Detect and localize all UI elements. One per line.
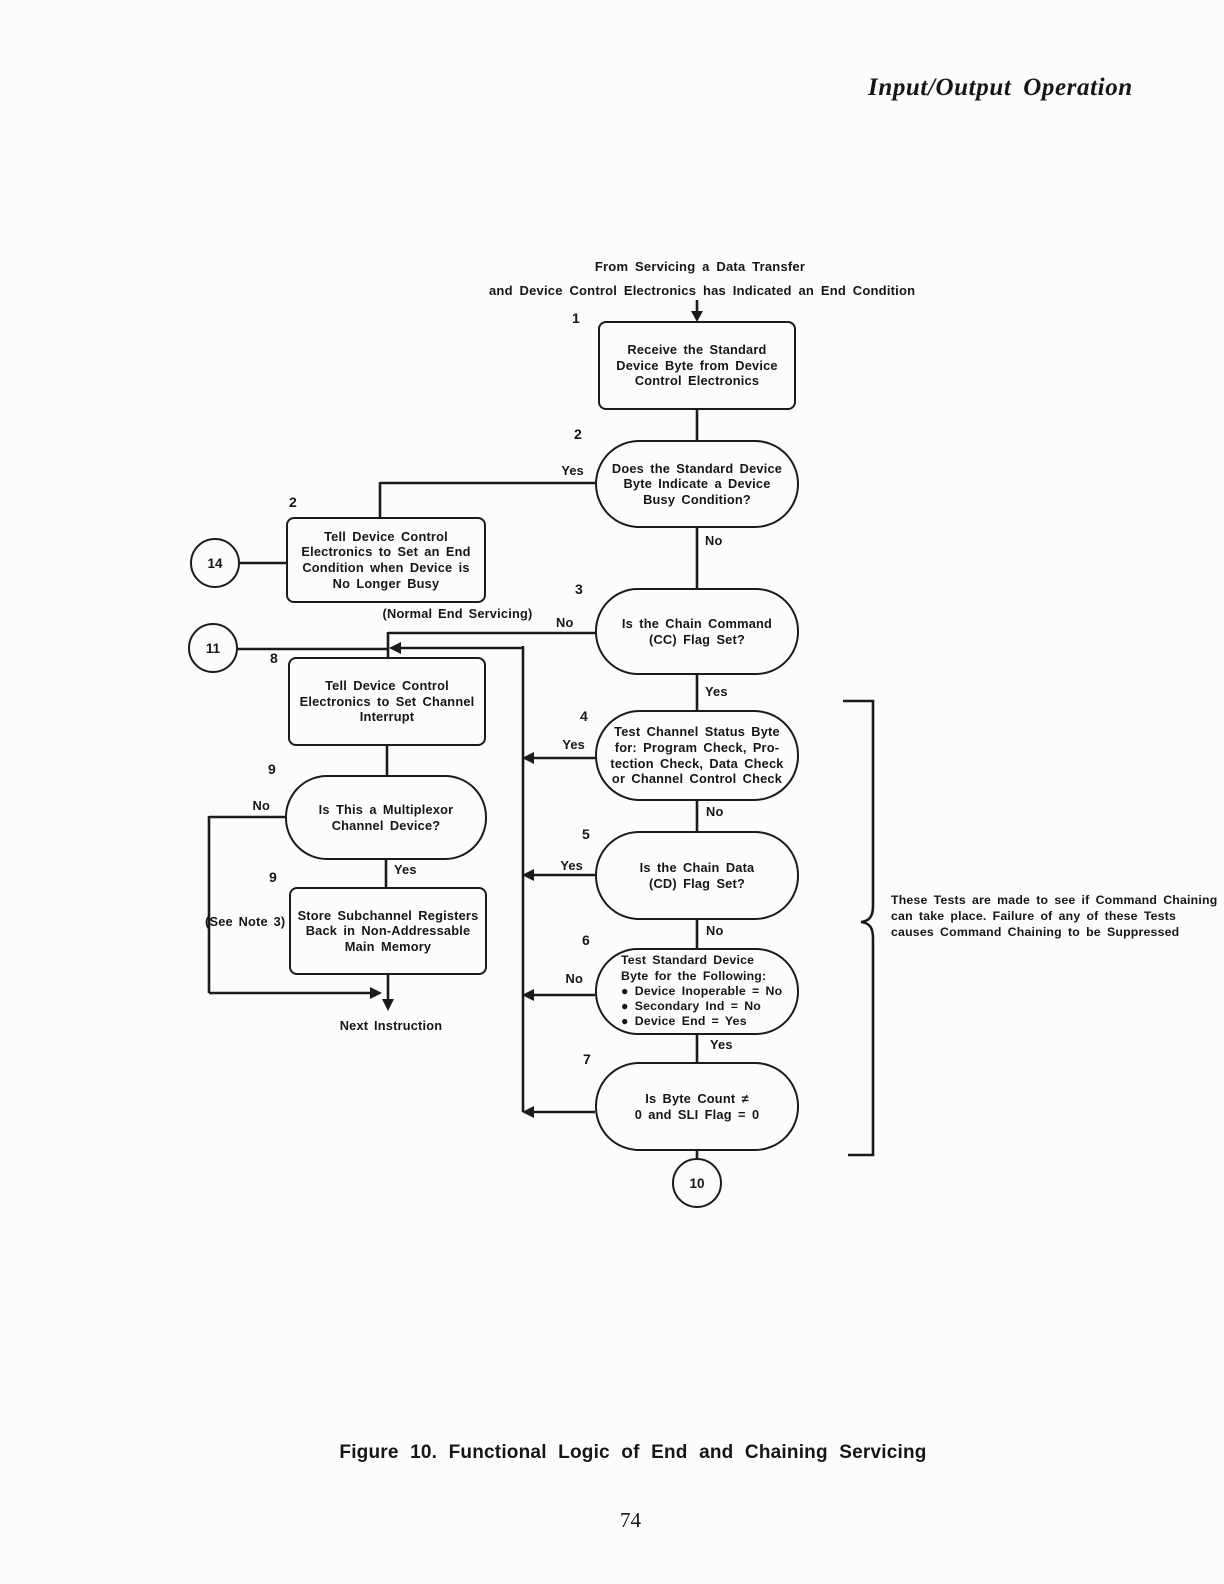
label-yes-cd: Yes [560, 858, 583, 873]
flow-node-set-end-condition: Tell Device Control Electronics to Set a… [286, 517, 486, 603]
line-d4-yes-feedback [522, 752, 595, 764]
flow-node-set-channel-interrupt: Tell Device Control Electronics to Set C… [288, 657, 486, 746]
step-number-5: 5 [582, 826, 590, 842]
flow-decision-byte-count: Is Byte Count ≠ 0 and SLI Flag = 0 [595, 1062, 799, 1151]
flow-decision-busy-check: Does the Standard Device Byte Indicate a… [595, 440, 799, 528]
flow-node-store-subchannel-text: Store Subchannel Registers Back in Non-A… [297, 907, 479, 954]
label-no-busy: No [705, 533, 723, 548]
label-no-cc: No [556, 615, 574, 630]
step-number-7: 7 [583, 1051, 591, 1067]
line-d7-feedback [522, 1106, 595, 1118]
label-yes-device: Yes [710, 1037, 733, 1052]
step-number-3: 3 [575, 581, 583, 597]
line-d5-yes-feedback [522, 869, 595, 881]
step-number-8: 8 [270, 650, 278, 666]
step-number-9b: 9 [269, 869, 277, 885]
flow-decision-channel-status: Test Channel Status Byte for: Program Ch… [595, 710, 799, 801]
line-d3-no-to-box8 [386, 631, 595, 657]
flow-decision-multiplexor: Is This a Multiplexor Channel Device? [285, 775, 487, 860]
feedback-line [389, 642, 525, 1112]
label-yes-busy: Yes [561, 463, 584, 478]
line-d9-no-bypass [207, 815, 382, 999]
connector-circle-10: 10 [672, 1158, 722, 1208]
label-yes-cc: Yes [705, 684, 728, 699]
step-number-2: 2 [574, 426, 582, 442]
entry-arrow [691, 300, 703, 322]
step-number-2b: 2 [289, 494, 297, 510]
step-number-4: 4 [580, 708, 588, 724]
page-number: 74 [620, 1508, 641, 1532]
page-header: Input/Output Operation [868, 74, 1133, 101]
flow-node-receive-byte-text: Receive the Standard Device Byte from De… [616, 342, 778, 389]
flow-decision-cc-flag-text: Is the Chain Command (CC) Flag Set? [621, 615, 773, 647]
label-yes-mpx: Yes [394, 862, 417, 877]
entry-label-line1: From Servicing a Data Transfer [594, 259, 806, 274]
flow-node-receive-byte: Receive the Standard Device Byte from De… [598, 321, 796, 410]
label-no-status: No [706, 804, 724, 819]
label-next-instruction: Next Instruction [339, 1018, 443, 1033]
figure-caption: Figure 10. Functional Logic of End and C… [339, 1442, 927, 1463]
flow-decision-standard-device-text: Test Standard Device Byte for the Follow… [621, 953, 783, 1029]
flow-node-store-subchannel: Store Subchannel Registers Back in Non-A… [289, 887, 487, 975]
tests-bracket [843, 699, 875, 1157]
line-box9-to-next [382, 975, 394, 1011]
connector-circle-11: 11 [188, 623, 238, 673]
flow-node-set-end-condition-text: Tell Device Control Electronics to Set a… [301, 528, 471, 591]
step-number-6: 6 [582, 932, 590, 948]
flow-decision-cc-flag: Is the Chain Command (CC) Flag Set? [595, 588, 799, 675]
label-no-mpx: No [252, 798, 270, 813]
label-no-cd: No [706, 923, 724, 938]
flow-decision-busy-check-text: Does the Standard Device Byte Indicate a… [611, 460, 783, 507]
flow-decision-cd-flag: Is the Chain Data (CD) Flag Set? [595, 831, 799, 920]
entry-label-line2: and Device Control Electronics has Indic… [489, 283, 916, 298]
flow-decision-byte-count-text: Is Byte Count ≠ 0 and SLI Flag = 0 [634, 1090, 760, 1122]
flow-decision-multiplexor-text: Is This a Multiplexor Channel Device? [318, 801, 454, 833]
step-number-1: 1 [572, 310, 580, 326]
line-d6-no-feedback [522, 989, 595, 1001]
flow-decision-channel-status-text: Test Channel Status Byte for: Program Ch… [610, 724, 784, 787]
line-d2-yes-to-box2 [378, 481, 595, 517]
label-see-note-3: (See Note 3) [205, 914, 286, 929]
flow-node-set-channel-interrupt-text: Tell Device Control Electronics to Set C… [299, 678, 475, 725]
flow-decision-cd-flag-text: Is the Chain Data (CD) Flag Set? [639, 859, 755, 891]
label-yes-status: Yes [562, 737, 585, 752]
step-number-9: 9 [268, 761, 276, 777]
tests-note: These Tests are made to see if Command C… [891, 893, 1218, 940]
flow-decision-standard-device: Test Standard Device Byte for the Follow… [595, 948, 799, 1035]
label-no-device: No [565, 971, 583, 986]
connector-circle-14: 14 [190, 538, 240, 588]
label-normal-end-servicing: (Normal End Servicing) [382, 606, 533, 621]
